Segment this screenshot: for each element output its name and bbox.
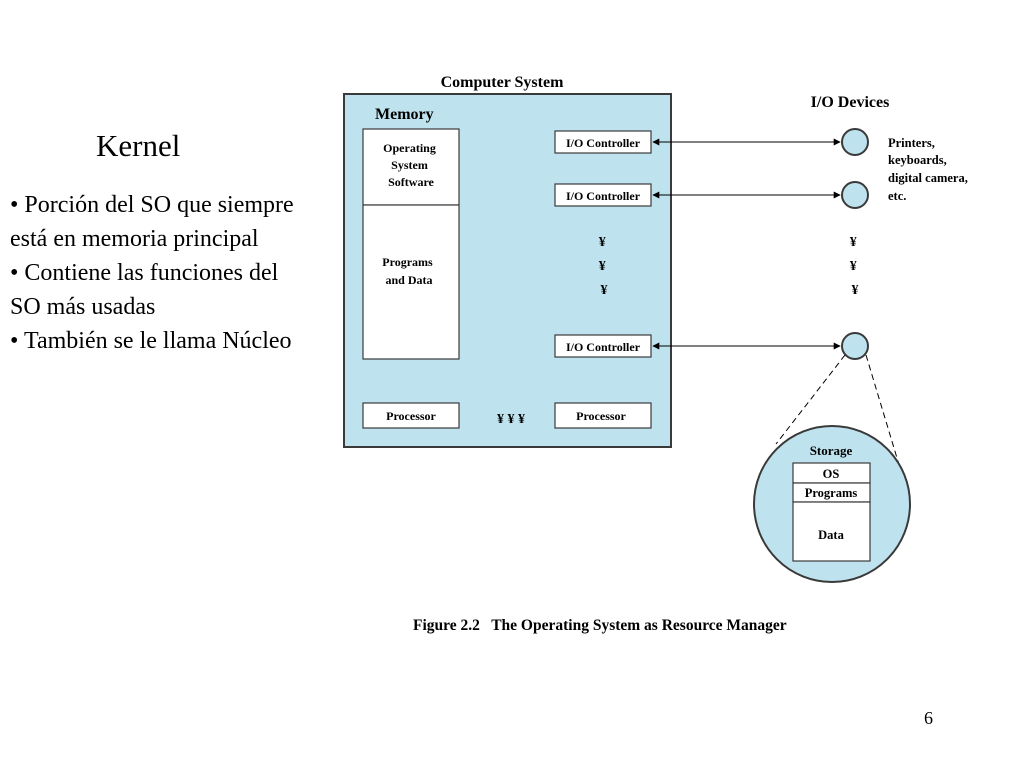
io-device-circle	[841, 181, 869, 209]
io-controller-box	[554, 130, 652, 154]
processor-box	[554, 402, 652, 429]
io-controller-label: I/O Controller	[566, 189, 641, 203]
storage-os-label: OS	[823, 467, 840, 481]
io-devices-label: I/O Devices	[811, 94, 890, 111]
os-software-box	[362, 128, 460, 206]
bullet-item: • Porción del SO que siempre está en mem…	[10, 192, 294, 252]
io-controller-box	[554, 334, 652, 358]
programs-data-label: Programs and Data	[382, 255, 435, 287]
devices-note: Printers, keyboards, digital camera, etc…	[888, 136, 971, 203]
io-device-circle	[841, 332, 869, 360]
page-number: 6	[924, 708, 933, 728]
processor-label: Processor	[576, 409, 626, 423]
processor-label: Processor	[386, 409, 436, 423]
io-device-circle	[841, 128, 869, 156]
figure-caption: Figure 2.2 The Operating System as Resou…	[413, 617, 787, 634]
storage-programs-label: Programs	[805, 486, 858, 500]
io-controller-label: I/O Controller	[566, 340, 641, 354]
programs-data-box	[362, 204, 460, 360]
memory-label: Memory	[375, 106, 434, 123]
device-ellipsis: ¥ ¥ ¥	[850, 235, 861, 298]
io-controller-box	[554, 183, 652, 207]
slide-title: Kernel	[96, 128, 181, 163]
processor-ellipsis: ¥ ¥ ¥	[497, 412, 525, 427]
io-controller-label: I/O Controller	[566, 136, 641, 150]
controller-ellipsis: ¥ ¥ ¥	[599, 235, 610, 298]
computer-system-label: Computer System	[441, 74, 564, 91]
bullet-item: • También se le llama Núcleo	[10, 328, 292, 354]
zoom-dashed-line	[775, 354, 846, 445]
storage-data-box	[792, 501, 871, 562]
bullet-item: • Contiene las funciones del SO más usad…	[10, 260, 279, 320]
processor-box	[362, 402, 460, 429]
storage-data-label: Data	[818, 528, 844, 542]
bullet-list: • Porción del SO que siempre está en mem…	[10, 188, 310, 358]
storage-label: Storage	[810, 443, 853, 458]
os-software-label: Operating System Software	[383, 141, 439, 189]
